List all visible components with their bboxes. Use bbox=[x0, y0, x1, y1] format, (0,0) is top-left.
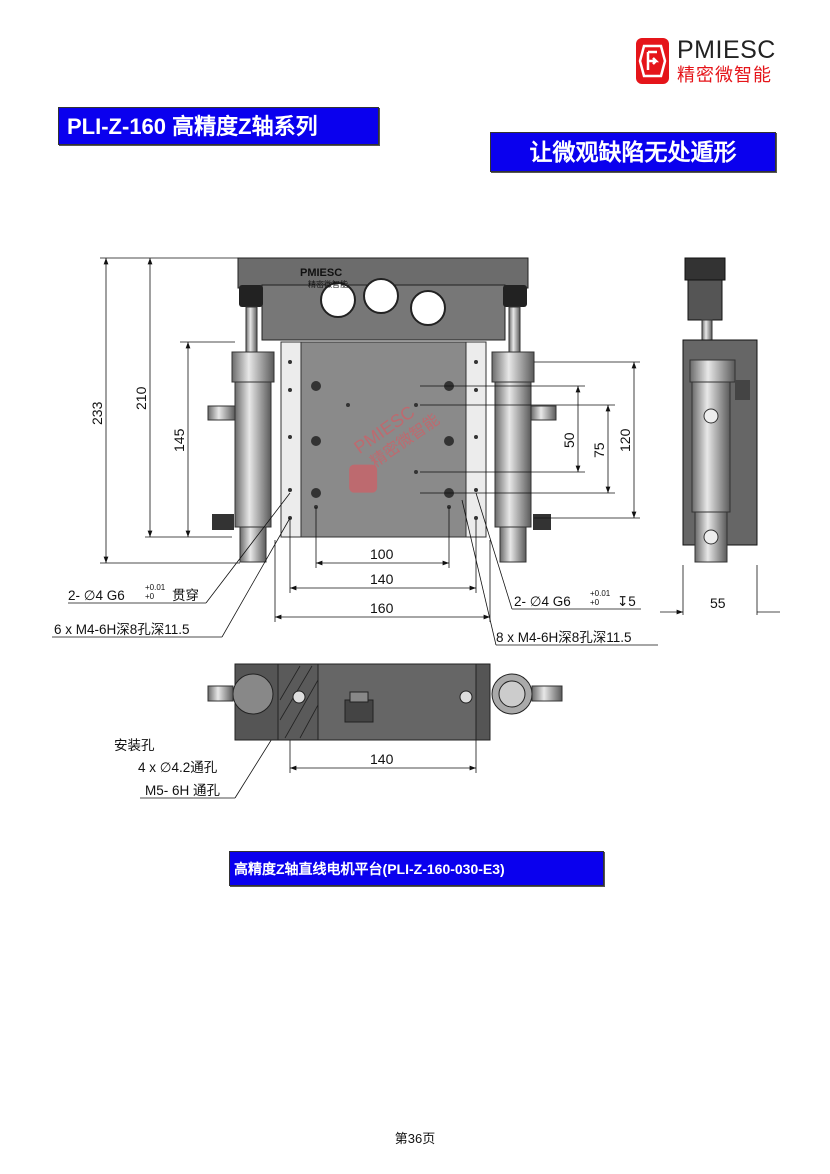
svg-text:↧5: ↧5 bbox=[617, 594, 636, 609]
dim-50: 50 bbox=[561, 432, 577, 448]
series-title-banner: PLI-Z-160 高精度Z轴系列 bbox=[58, 107, 379, 145]
svg-text:+0.01: +0.01 bbox=[145, 583, 166, 592]
svg-text:贯穿: 贯穿 bbox=[172, 588, 199, 603]
dim-75: 75 bbox=[591, 442, 607, 458]
note-mount-thread: M5- 6H 通孔 bbox=[145, 783, 221, 798]
note-mount-label: 安装孔 bbox=[114, 738, 155, 753]
dim-bottom-140: 140 bbox=[370, 751, 394, 767]
svg-text:2- ∅4 G6: 2- ∅4 G6 bbox=[68, 588, 125, 603]
note-right-pin: 2- ∅4 G6 +0.01 +0 ↧5 bbox=[514, 589, 636, 609]
dim-140: 140 bbox=[370, 571, 394, 587]
side-view bbox=[682, 257, 758, 563]
dim-210: 210 bbox=[133, 386, 149, 410]
plate-logo: PMIESC bbox=[300, 267, 342, 279]
slogan-banner: 让微观缺陷无处遁形 bbox=[490, 132, 776, 172]
svg-text:+0: +0 bbox=[590, 598, 600, 607]
note-left-pin: 2- ∅4 G6 +0.01 +0 贯穿 bbox=[68, 583, 199, 603]
dim-233: 233 bbox=[89, 401, 105, 425]
plate-logo-cn: 精密微智能 bbox=[308, 279, 348, 289]
product-caption: 高精度Z轴直线电机平台(PLI-Z-160-030-E3) bbox=[229, 851, 604, 886]
bottom-view bbox=[207, 663, 563, 741]
svg-text:2- ∅4 G6: 2- ∅4 G6 bbox=[514, 594, 571, 609]
right-cylinder bbox=[491, 285, 557, 563]
dim-100: 100 bbox=[370, 546, 394, 562]
logo-brand-en: PMIESC bbox=[677, 36, 776, 64]
brand-logo: PMIESC 精密微智能 bbox=[636, 38, 776, 84]
note-mount-holes: 4 x ∅4.2通孔 bbox=[138, 760, 218, 775]
page-number: 第36页 bbox=[394, 1131, 436, 1146]
dim-160: 160 bbox=[370, 600, 394, 616]
front-view: PMIESC 精密微智能 bbox=[207, 257, 557, 563]
logo-icon bbox=[636, 38, 669, 84]
dim-145: 145 bbox=[171, 428, 187, 452]
note-right-thread: 8 x M4-6H深8孔深11.5 bbox=[496, 630, 632, 645]
logo-brand-cn: 精密微智能 bbox=[677, 65, 772, 85]
note-left-thread: 6 x M4-6H深8孔深11.5 bbox=[54, 622, 190, 637]
svg-text:+0.01: +0.01 bbox=[590, 589, 611, 598]
dim-55: 55 bbox=[710, 595, 726, 611]
svg-text:+0: +0 bbox=[145, 592, 155, 601]
left-cylinder bbox=[207, 285, 275, 563]
dim-120: 120 bbox=[617, 428, 633, 452]
